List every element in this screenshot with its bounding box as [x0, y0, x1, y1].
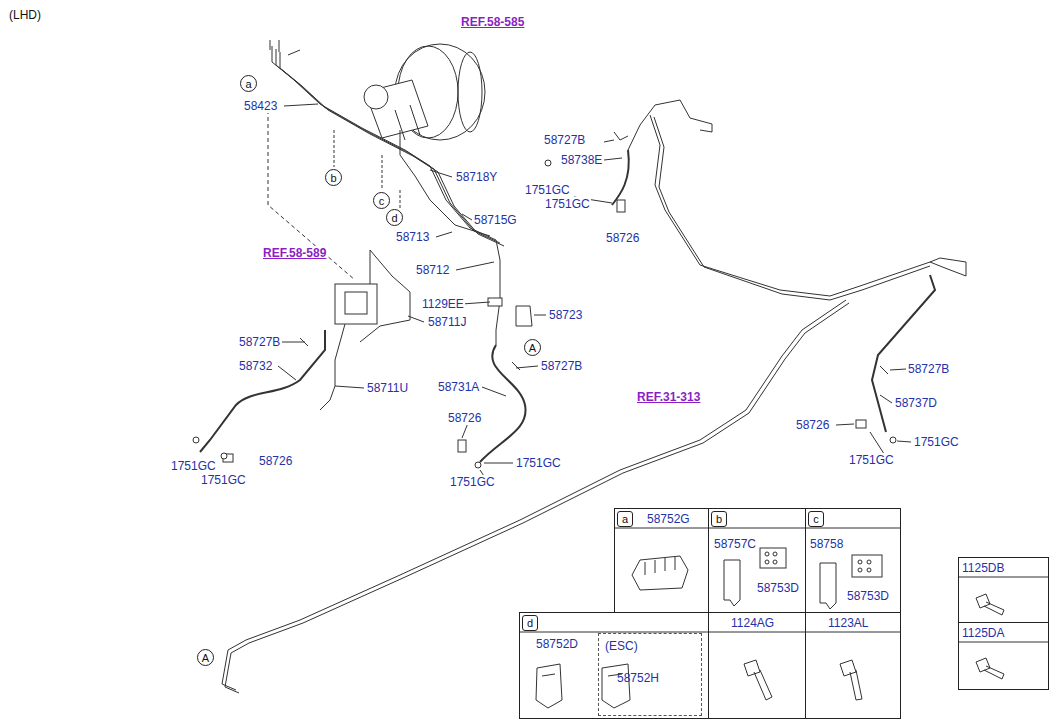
part-number: 58757C	[714, 537, 756, 551]
callout-number: 1751GC	[170, 459, 217, 473]
part-number: 1125DA	[962, 626, 1004, 640]
reference-label: REF.58-585	[460, 15, 525, 29]
part-number: 58752H	[617, 671, 659, 685]
part-number: c	[813, 513, 819, 525]
letter-box: d	[522, 615, 538, 631]
table-cell: 58752G a	[614, 508, 709, 613]
part-number: 1123AL	[828, 616, 868, 630]
callout-circle: d	[386, 209, 403, 226]
callout-circle: b	[325, 169, 342, 186]
part-number: 58753D	[757, 581, 799, 595]
callout-number: 58727B	[543, 133, 586, 147]
callout-number: 1129EE	[421, 297, 465, 311]
callout-circle: a	[240, 75, 257, 92]
callout-number: 58737D	[894, 396, 938, 410]
callout-number: 1751GC	[848, 453, 895, 467]
letter-box: b	[711, 511, 727, 527]
part-number: 58752G	[647, 512, 690, 526]
callout-number: 58731A	[437, 380, 480, 394]
callout-circle: c	[373, 192, 390, 209]
reference-label: REF.58-589	[262, 246, 327, 260]
callout-number: 58712	[415, 263, 450, 277]
part-number: a	[245, 78, 251, 90]
part-number: 58753D	[847, 589, 889, 603]
callout-number: 58726	[447, 411, 482, 425]
callout-number: 58718Y	[455, 170, 498, 184]
part-number: A	[202, 652, 209, 664]
part-number: A	[529, 342, 536, 354]
letter-box: a	[617, 511, 633, 527]
callout-number: 1751GC	[515, 456, 562, 470]
callout-number: 58732	[238, 359, 273, 373]
reference-label: REF.31-313	[636, 390, 701, 404]
part-number: 1125DB	[962, 561, 1004, 575]
callout-number: 58723	[548, 308, 583, 322]
table-cell: 1125DA	[958, 622, 1049, 690]
table-cell: 1125DB	[958, 557, 1049, 623]
part-number: 58752D	[536, 637, 578, 651]
callout-number: 58726	[795, 418, 830, 432]
callout-number: 58726	[258, 454, 293, 468]
callout-number: 1751GC	[200, 473, 247, 487]
table-cell: 58757C 58753D b	[708, 508, 806, 613]
letter-box: c	[808, 511, 824, 527]
callout-circle: A	[524, 339, 541, 356]
callout-number: 58726	[605, 231, 640, 245]
callout-number: 58727B	[238, 335, 281, 349]
table-cell: 1123AL	[805, 612, 901, 719]
callout-number: 58713	[395, 230, 430, 244]
part-number: 1124AG	[731, 616, 774, 630]
callout-circle: A	[197, 649, 214, 666]
callout-number: 58423	[243, 99, 278, 113]
callout-number: 58738E	[560, 153, 603, 167]
part-number: d	[391, 212, 397, 224]
callout-number: 1751GC	[913, 435, 960, 449]
callout-number: 58727B	[907, 362, 950, 376]
callout-number: 58715G	[473, 213, 518, 227]
part-number: b	[330, 172, 336, 184]
part-number: (ESC)	[605, 639, 638, 653]
part-number: b	[716, 513, 722, 525]
part-number: a	[622, 513, 628, 525]
table-cell: 58758 58753D c	[805, 508, 901, 613]
callout-number: 58727B	[540, 359, 583, 373]
part-number: d	[527, 617, 533, 629]
callout-number: 1751GC	[544, 197, 591, 211]
callout-number: 58711J	[427, 315, 467, 329]
callout-number: 1751GC	[524, 183, 571, 197]
table-cell: 1124AG	[708, 612, 806, 719]
note-label: (LHD)	[8, 8, 42, 22]
callout-number: 1751GC	[449, 475, 496, 489]
callout-number: 58711U	[366, 381, 409, 395]
part-number: c	[379, 195, 385, 207]
table-cell: 58752Dd (ESC) 58752H	[519, 612, 709, 719]
variant-box: (ESC) 58752H	[598, 633, 702, 716]
part-number: 58758	[810, 537, 843, 551]
